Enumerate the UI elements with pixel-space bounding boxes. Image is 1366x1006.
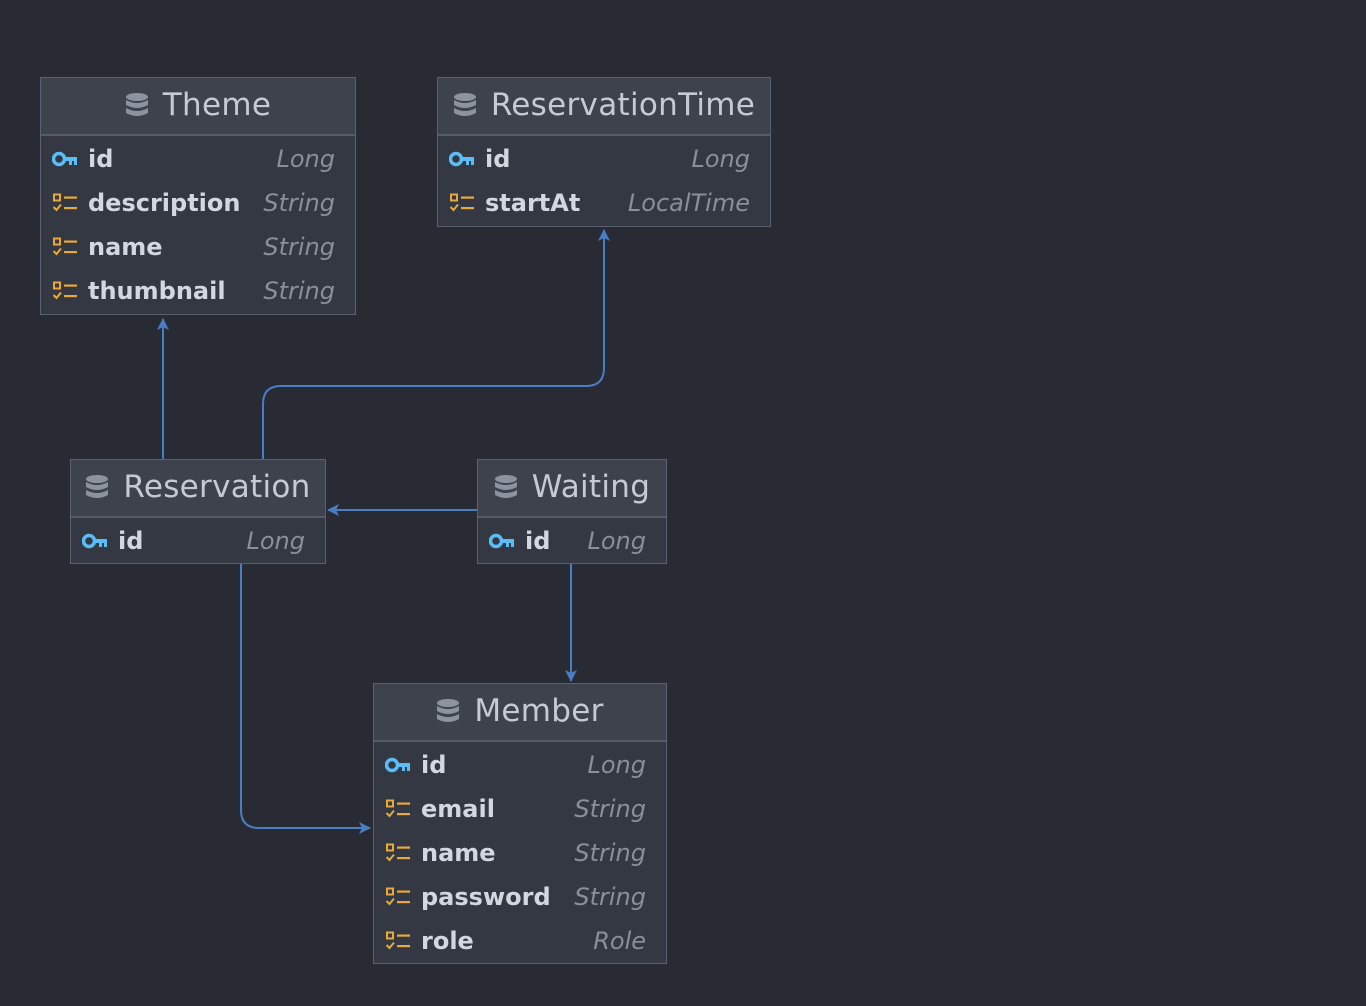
column-icon <box>52 193 77 212</box>
field-row[interactable]: id Long <box>374 743 666 787</box>
field-row[interactable]: thumbnail String <box>41 269 355 313</box>
field-row[interactable]: name String <box>41 225 355 269</box>
key-icon <box>52 151 77 167</box>
column-icon <box>385 843 410 862</box>
field-name: password <box>421 883 551 911</box>
field-type: String <box>574 839 646 867</box>
entity-reservation-time[interactable]: ReservationTime id Long startAt LocalTime <box>437 77 771 227</box>
key-icon <box>82 533 107 549</box>
relation-reservation-member <box>240 564 371 834</box>
field-type: String <box>574 795 646 823</box>
entity-title: ReservationTime <box>490 87 756 123</box>
field-name: name <box>88 233 163 261</box>
field-name: id <box>485 145 511 173</box>
field-type: Long <box>691 145 751 173</box>
field-row[interactable]: id Long <box>438 137 770 181</box>
table-icon <box>125 93 148 116</box>
entity-reservation[interactable]: Reservation id Long <box>70 459 326 564</box>
field-row[interactable]: name String <box>374 831 666 875</box>
field-name: role <box>421 927 474 955</box>
table-icon <box>86 475 109 498</box>
field-row[interactable]: email String <box>374 787 666 831</box>
column-icon <box>385 931 410 950</box>
field-list: id Long <box>478 518 666 563</box>
table-icon <box>437 699 460 722</box>
entity-header: ReservationTime <box>438 78 770 136</box>
field-type: Long <box>587 751 647 779</box>
field-type: String <box>263 277 335 305</box>
entity-header: Member <box>374 684 666 742</box>
field-type: Role <box>593 927 646 955</box>
field-row[interactable]: id Long <box>41 137 355 181</box>
entity-waiting[interactable]: Waiting id Long <box>477 459 667 564</box>
field-row[interactable]: id Long <box>478 519 666 563</box>
field-type: LocalTime <box>627 189 750 217</box>
field-name: description <box>88 189 241 217</box>
entity-title: Member <box>474 693 604 729</box>
field-row[interactable]: role Role <box>374 919 666 963</box>
entity-header: Reservation <box>71 460 325 518</box>
entity-title: Waiting <box>531 469 651 505</box>
field-list: id Long startAt LocalTime <box>438 136 770 225</box>
table-icon <box>494 475 517 498</box>
key-icon <box>489 533 514 549</box>
field-type: Long <box>276 145 336 173</box>
entity-title: Theme <box>162 87 272 123</box>
column-icon <box>52 237 77 256</box>
column-icon <box>385 799 410 818</box>
field-type: String <box>263 189 335 217</box>
entity-header: Theme <box>41 78 355 136</box>
field-type: String <box>574 883 646 911</box>
column-icon <box>52 281 77 300</box>
field-name: startAt <box>485 189 581 217</box>
key-icon <box>449 151 474 167</box>
field-name: id <box>88 145 114 173</box>
column-icon <box>449 193 474 212</box>
field-name: id <box>525 527 551 555</box>
field-name: id <box>118 527 144 555</box>
field-row[interactable]: password String <box>374 875 666 919</box>
table-icon <box>453 93 476 116</box>
field-row[interactable]: id Long <box>71 519 325 563</box>
field-type: Long <box>587 527 647 555</box>
relation-reservation-reservationtime <box>262 229 610 459</box>
entity-title: Reservation <box>123 469 311 505</box>
field-type: Long <box>246 527 306 555</box>
field-row[interactable]: startAt LocalTime <box>438 181 770 225</box>
field-row[interactable]: description String <box>41 181 355 225</box>
field-name: email <box>421 795 495 823</box>
field-list: id Long <box>71 518 325 563</box>
field-name: thumbnail <box>88 277 226 305</box>
key-icon <box>385 757 410 773</box>
field-type: String <box>263 233 335 261</box>
field-name: name <box>421 839 496 867</box>
column-icon <box>385 887 410 906</box>
field-name: id <box>421 751 447 779</box>
entity-header: Waiting <box>478 460 666 518</box>
